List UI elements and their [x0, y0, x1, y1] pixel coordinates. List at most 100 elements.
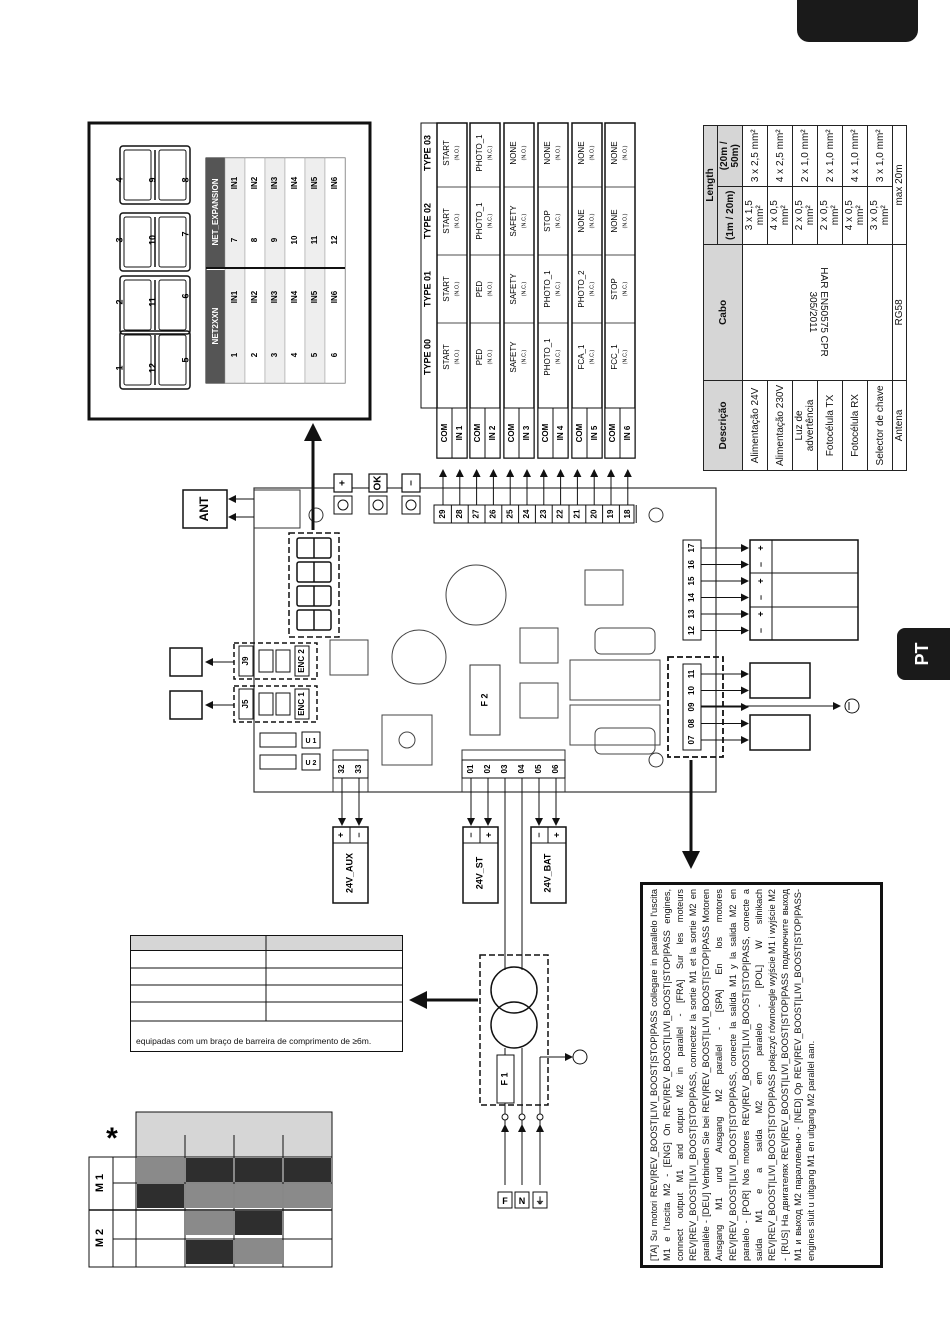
- photocell-box: [749, 539, 859, 641]
- top-terminal-number: 23: [539, 509, 548, 518]
- net2xxn-row-input: IN3: [270, 290, 279, 303]
- input-type-value: NONE: [610, 141, 619, 164]
- cable-description: Fotocélula RX: [842, 380, 868, 471]
- board-digit: [296, 561, 332, 583]
- top-terminal-number: 26: [489, 509, 498, 518]
- right-polarity: –: [755, 595, 765, 600]
- input-type-value: FCA_1: [577, 344, 586, 369]
- digit-number-label: 4: [114, 177, 124, 182]
- fuse-holder-f2: [469, 664, 501, 736]
- input-type-contact: (N.C.): [589, 282, 595, 297]
- antenna-label: ANT: [197, 496, 211, 521]
- motor-table-star: *: [106, 1122, 118, 1155]
- connector-slot: [519, 627, 559, 664]
- input-type-value: PHOTO_1: [543, 270, 552, 308]
- net2xxn-row-number: 1: [230, 352, 239, 357]
- ground-icon: [572, 1049, 588, 1065]
- board-button-label: +: [338, 480, 349, 486]
- input-type-value: PED: [475, 349, 484, 366]
- mount-hole: [308, 507, 324, 523]
- input-type-header: TYPE 00: [422, 339, 432, 375]
- net2xxn-row-number: 6: [330, 352, 339, 357]
- connector-label: 24V_AUX: [344, 853, 354, 893]
- net2xxn-row-input: IN2: [250, 290, 259, 303]
- transformer-component: [381, 714, 433, 766]
- right-polarity: –: [755, 562, 765, 567]
- input-type-contact: (N.O.): [589, 213, 595, 228]
- connector-polarity: +: [335, 832, 345, 837]
- mains-label: N: [519, 1196, 526, 1206]
- mount-hole: [648, 507, 664, 523]
- net-expansion-row-input: IN6: [330, 176, 339, 189]
- net-expansion-row-number: 12: [330, 235, 339, 244]
- cable-length-short: 4 x 0,5 mm²: [842, 186, 868, 245]
- input-type-contact: (N.C.): [487, 146, 493, 161]
- cable-length-long: 3 x 2,5 mm²: [742, 125, 768, 187]
- input-type-contact: (N.C.): [622, 350, 628, 365]
- aux-terminal-number: 32: [337, 764, 346, 773]
- bottom-terminal-number: 04: [517, 764, 526, 773]
- bottom-terminal-number: 06: [551, 764, 560, 773]
- mains-terminal: [497, 1191, 513, 1209]
- net2xxn-row-number: 5: [310, 352, 319, 357]
- net-expansion-row-number: 9: [270, 237, 279, 242]
- connector-polarity: –: [353, 832, 363, 837]
- header-length: Length: [703, 125, 718, 245]
- input-type-contact: (N.O.): [454, 349, 460, 364]
- language-tab-graphic: PT: [912, 642, 932, 665]
- inductor-coil: [594, 727, 656, 755]
- control-board-outline: [253, 487, 717, 793]
- digit-number-label: 3: [114, 237, 124, 242]
- input-type-contact: (N.C.): [521, 350, 527, 365]
- board-display-frame: [288, 532, 340, 638]
- motor-terminal-number: 07: [687, 735, 696, 744]
- input-type-header: TYPE 02: [422, 203, 432, 239]
- connector-label: 24V_BAT: [542, 853, 552, 892]
- connector-label: 24V_ST: [474, 856, 484, 889]
- right-polarity: +: [755, 578, 765, 583]
- cable-table: Descrição Cabo Length (1m / 20m) (20m / …: [703, 125, 907, 471]
- motor-truth-table: *M 1M 2: [88, 1111, 333, 1268]
- net2xxn-title: NET2XXN: [211, 307, 220, 344]
- digit-number-label: 11: [147, 297, 157, 307]
- connector-polarity: –: [465, 832, 475, 837]
- bottom-terminal-number: 05: [534, 764, 543, 773]
- board-button[interactable]: [368, 495, 388, 515]
- transformer-coil: [490, 1001, 538, 1049]
- net-expansion-row-number: 7: [230, 237, 239, 242]
- net-tables: NET2XXNNET_EXPANSION1IN17IN12IN28IN23IN3…: [205, 157, 346, 384]
- board-button[interactable]: [333, 495, 353, 515]
- board-button[interactable]: [401, 495, 421, 515]
- board-buttons: +OK–: [333, 473, 421, 515]
- input-type-contact: (N.O.): [454, 281, 460, 296]
- jumper-pins: [258, 649, 274, 673]
- input-type-value: SAFETY: [509, 205, 518, 237]
- board-button-knob: [372, 499, 384, 511]
- header-length-short: (1m / 20m): [717, 186, 743, 245]
- motor-table-row-m1: M 1: [94, 1174, 106, 1192]
- cable-length-short: 3 x 1,5 mm²: [742, 186, 768, 245]
- motor-terminal-number: 09: [687, 702, 696, 711]
- language-tab: PT: [897, 628, 950, 680]
- input-in-label: IN 4: [556, 425, 565, 440]
- left-info-table-grid: [130, 935, 403, 1052]
- motor-table-cell: [186, 1184, 233, 1208]
- left-info-table: equipadas com um braço de barreira de co…: [130, 935, 403, 1052]
- net-expansion-title: NET_EXPANSION: [211, 178, 220, 245]
- language-tab-label: PT: [912, 642, 932, 665]
- top-terminal-number: 20: [589, 509, 598, 518]
- net2xxn-row-input: IN5: [310, 290, 319, 303]
- jumper-label: J5: [241, 699, 250, 708]
- motor-table-cell: [186, 1158, 233, 1182]
- fuse-f1: [496, 1054, 515, 1104]
- antenna-terminal: [253, 489, 301, 529]
- digit-number-label: 7: [180, 231, 190, 236]
- input-type-value: START: [442, 276, 451, 302]
- net2xxn-row-number: 3: [270, 352, 279, 357]
- input-type-contact: (N.C.): [555, 282, 561, 297]
- connector-slot: [519, 682, 559, 719]
